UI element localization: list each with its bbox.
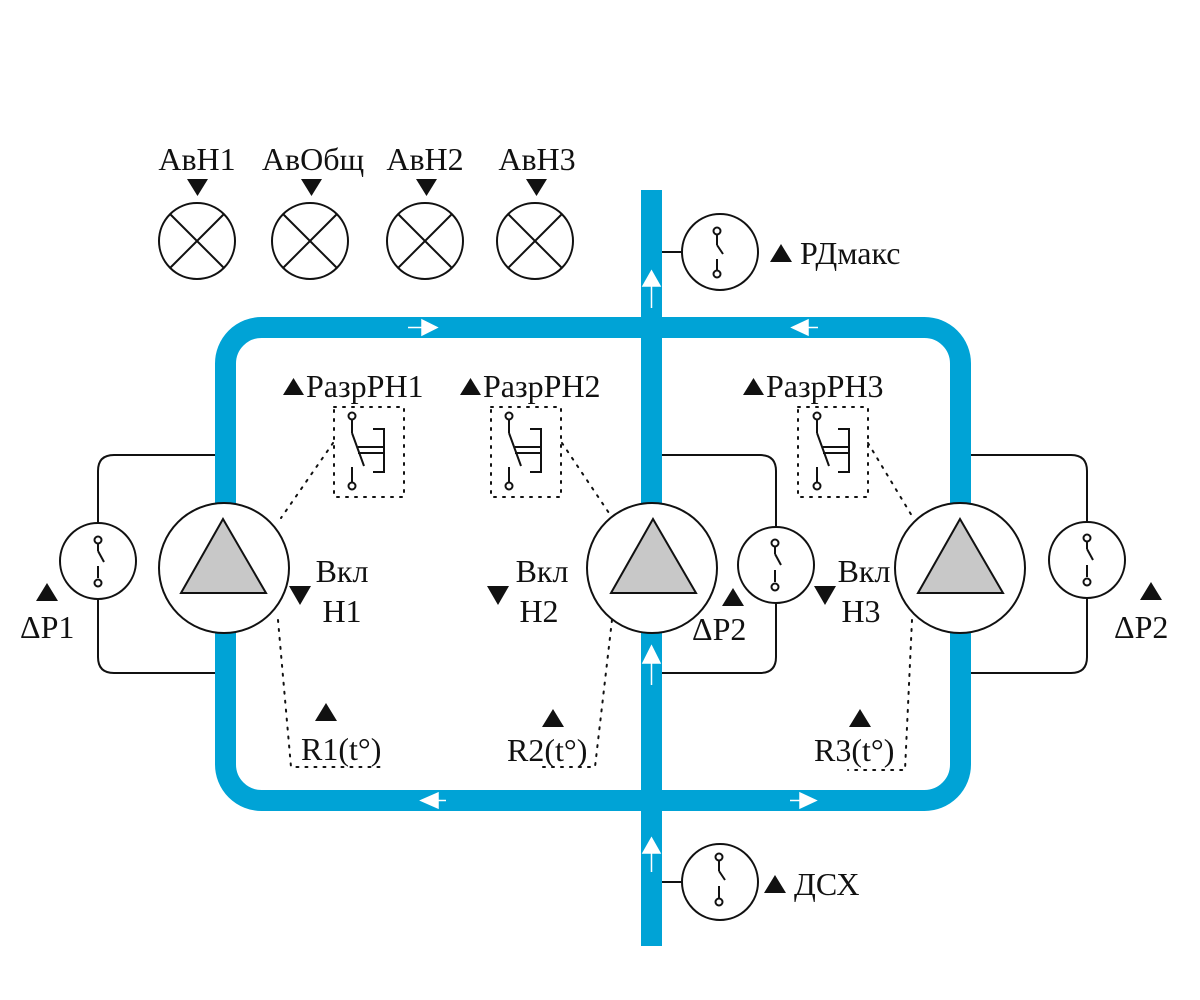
pump-triangle-icon [916, 516, 1005, 594]
flow-arrow-left-icon [419, 791, 446, 810]
lamp-avn3[interactable]: АвН3 [496, 141, 576, 280]
flow-arrow-right-icon [790, 791, 818, 810]
flow-arrow-left-icon [790, 318, 818, 337]
permit-switch-rn1[interactable]: РазрРН1 [283, 368, 424, 498]
pump-label-line2: Н2 [519, 593, 558, 629]
permit-label: РазрРН1 [306, 368, 424, 404]
pump-label-line2: Н1 [322, 593, 361, 629]
pressure-switch-max-label: РДмакс [800, 235, 900, 271]
pump-h1[interactable]: Вкл Н1 [158, 502, 369, 634]
temp-sensor-r1[interactable]: R1(t°) [301, 703, 381, 767]
dp-switch-3[interactable]: ΔP2 [1048, 521, 1168, 645]
signal-down-icon [487, 586, 509, 605]
flow-arrows [408, 269, 818, 872]
alarm-lamps: АвН1 АвОбщ АвН2 АвН3 [158, 141, 576, 280]
permit-enclosure [490, 406, 562, 498]
signal-down-icon [416, 179, 437, 196]
signal-down-icon [526, 179, 547, 196]
dp-bypass-lines [97, 454, 1088, 674]
lamp-label: АвОбщ [262, 141, 364, 177]
flow-arrow-right-icon [408, 318, 439, 337]
permit-label: РазрРН2 [483, 368, 601, 404]
temp-sensor-label: R1(t°) [301, 731, 381, 767]
pump-h3[interactable]: Вкл Н3 [814, 502, 1026, 634]
dp-switch-icon [737, 526, 815, 604]
permit-switch-rn2[interactable]: РазрРН2 [460, 368, 601, 498]
signal-up-icon [743, 378, 764, 395]
pressure-switch-max[interactable]: РДмакс [662, 213, 900, 291]
permit-switch-rn3[interactable]: РазрРН3 [743, 368, 884, 498]
flow-arrow-up-icon [641, 269, 662, 308]
temp-sensor-r2[interactable]: R2(t°) [507, 709, 587, 768]
signal-down-icon [814, 586, 836, 605]
lamp-avn2[interactable]: АвН2 [386, 141, 464, 280]
signal-up-icon [542, 709, 564, 727]
pump-label-line1: Вкл [838, 553, 891, 589]
dp-switch-2[interactable]: ΔP2 [692, 526, 815, 647]
lamp-label: АвН2 [386, 141, 463, 177]
lamp-label: АвН3 [498, 141, 575, 177]
signal-up-icon [460, 378, 481, 395]
signal-down-icon [301, 179, 322, 196]
linkage-dotted-lines [277, 442, 913, 771]
pump-label-line1: Вкл [516, 553, 569, 589]
permit-enclosure [797, 406, 869, 498]
signal-up-icon [722, 588, 744, 606]
pressure-switch-dry-run[interactable]: ДСХ [662, 843, 859, 921]
signal-up-icon [1140, 582, 1162, 600]
signal-down-icon [187, 179, 208, 196]
signal-up-icon [283, 378, 304, 395]
pump-label-line2: Н3 [841, 593, 880, 629]
signal-up-icon [315, 703, 337, 721]
signal-up-icon [36, 583, 58, 601]
dp-switch-icon [1048, 521, 1126, 599]
dp-switch-label: ΔP2 [1114, 609, 1168, 645]
signal-down-icon [289, 586, 311, 605]
dp-switch-1[interactable]: ΔP1 [20, 522, 137, 645]
signal-up-icon [764, 875, 786, 893]
temp-sensor-label: R2(t°) [507, 732, 587, 768]
temp-sensor-r3[interactable]: R3(t°) [814, 709, 894, 768]
pump-triangle-icon [609, 516, 698, 594]
signal-up-icon [770, 244, 792, 262]
pressure-switch-icon [681, 213, 759, 291]
temp-sensor-label: R3(t°) [814, 732, 894, 768]
pump-triangle-icon [179, 516, 268, 594]
dp-switch-label: ΔP2 [692, 611, 746, 647]
lamp-avn1[interactable]: АвН1 [158, 141, 236, 280]
permit-enclosure [333, 406, 405, 498]
permit-label: РазрРН3 [766, 368, 884, 404]
flow-arrow-up-icon [641, 644, 662, 685]
pump-h2[interactable]: Вкл Н2 [487, 502, 718, 634]
dp-switch-label: ΔP1 [20, 609, 74, 645]
signal-up-icon [849, 709, 871, 727]
flow-arrow-up-icon [641, 836, 662, 872]
pressure-switch-dry-run-label: ДСХ [794, 866, 859, 902]
pressure-switch-icon [681, 843, 759, 921]
pump-label-line1: Вкл [316, 553, 369, 589]
dp-switch-icon [59, 522, 137, 600]
lamp-label: АвН1 [158, 141, 235, 177]
lamp-avobsch[interactable]: АвОбщ [262, 141, 364, 280]
